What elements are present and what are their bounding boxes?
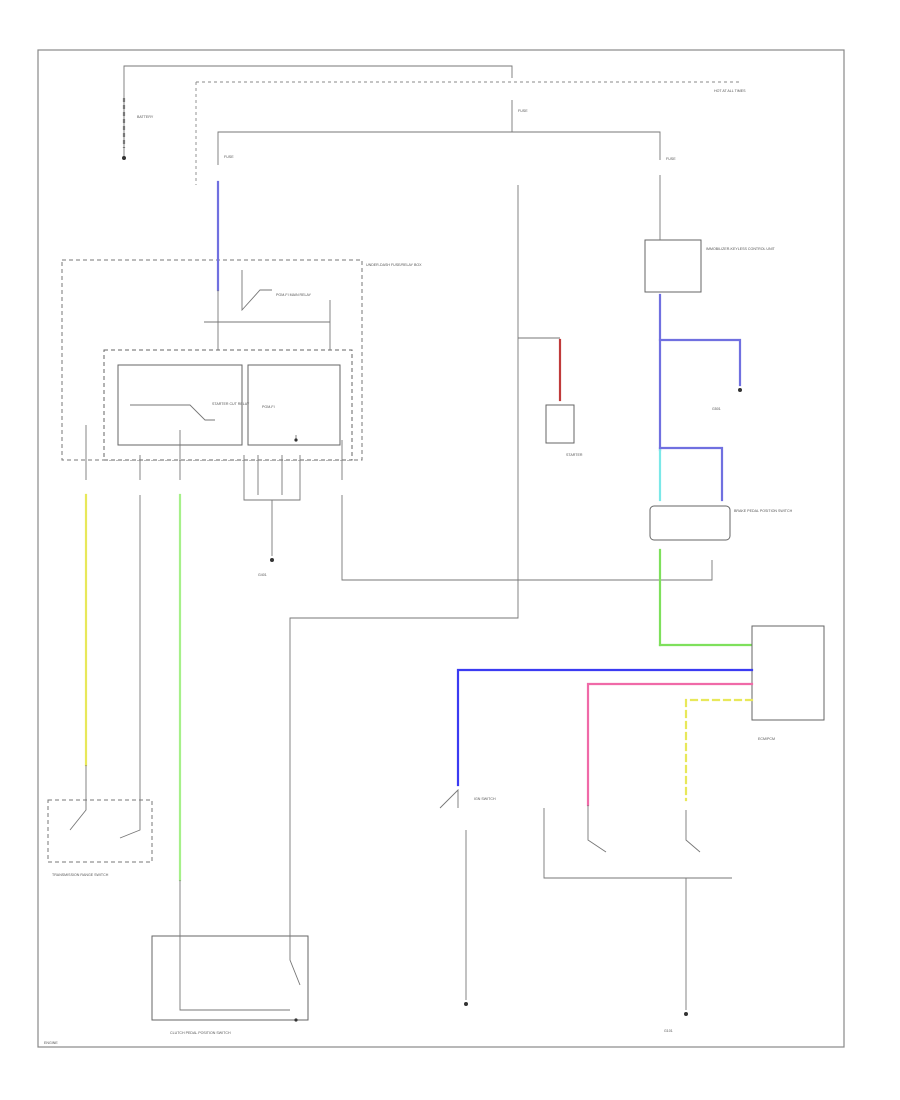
pgm-fi-main-relay: PGM-FI MAIN RELAY: [204, 270, 331, 350]
ign-switch-label: IGN SWITCH: [474, 797, 496, 801]
starter-label: STARTER: [566, 453, 583, 457]
wire-yellow-right: [684, 698, 754, 802]
svg-text:FUSE: FUSE: [666, 157, 676, 161]
wire-blue-ign: [456, 668, 754, 787]
svg-text:FUSE: FUSE: [518, 109, 528, 113]
left-box-pins: [85, 425, 343, 495]
fuse-relay-box-label: UNDER-DASH FUSE/RELAY BOX: [366, 263, 422, 267]
ground-g101-label: G101: [664, 1029, 673, 1033]
ground-g401: G401: [243, 495, 301, 577]
wire-blue-branch: [658, 338, 742, 387]
transmission-range-switch: TRANSMISSION RANGE SWITCH: [47, 765, 153, 877]
wire-blue-short: [658, 446, 724, 502]
immobilizer-fuse: IMMOBILIZER-KEYLESS CONTROL UNIT: [644, 175, 776, 293]
brake-pedal-switch-label: BRAKE PEDAL POSITION SWITCH: [734, 509, 793, 513]
transmission-range-switch-label: TRANSMISSION RANGE SWITCH: [52, 873, 109, 877]
clutch-switch-label: CLUTCH PEDAL POSITION SWITCH: [170, 1031, 231, 1035]
battery-feed: BATTERY HOT AT ALL TIMES: [122, 65, 746, 185]
battery-label: BATTERY: [137, 115, 154, 119]
ecm-pcm: ECM/PCM: [751, 625, 825, 741]
brake-switch-module: G101: [543, 805, 732, 1033]
svg-text:PGM-FI: PGM-FI: [262, 405, 275, 409]
pgm-fi-main-relay-label: PGM-FI MAIN RELAY: [276, 293, 312, 297]
starter: STARTER: [518, 337, 583, 457]
ecm-pcm-label: ECM/PCM: [758, 737, 775, 741]
hot-label: HOT AT ALL TIMES: [714, 89, 746, 93]
brake-pedal-switch: BRAKE PEDAL POSITION SWITCH: [649, 505, 793, 541]
fuse-relay-box: UNDER-DASH FUSE/RELAY BOX STARTER CUT RE…: [61, 259, 422, 461]
wire-pink: [586, 682, 754, 807]
starter-cut-relay-label: STARTER CUT RELAY: [212, 402, 250, 406]
ground-g401-label: G401: [258, 573, 267, 577]
fuse-rail: FUSE FUSE FUSE: [217, 100, 676, 165]
ground-g501-label: G501: [712, 407, 721, 411]
ign-switch: IGN SWITCH: [439, 788, 496, 1006]
diagram-frame: [37, 49, 845, 1048]
wire-gray-center: [289, 185, 519, 860]
wire-gray-return: [341, 495, 713, 581]
footer-label: ENGINE: [44, 1041, 58, 1045]
clutch-switch-box: CLUTCH PEDAL POSITION SWITCH: [151, 860, 309, 1035]
svg-text:FUSE: FUSE: [224, 155, 234, 159]
immobilizer-label: IMMOBILIZER-KEYLESS CONTROL UNIT: [706, 247, 776, 251]
